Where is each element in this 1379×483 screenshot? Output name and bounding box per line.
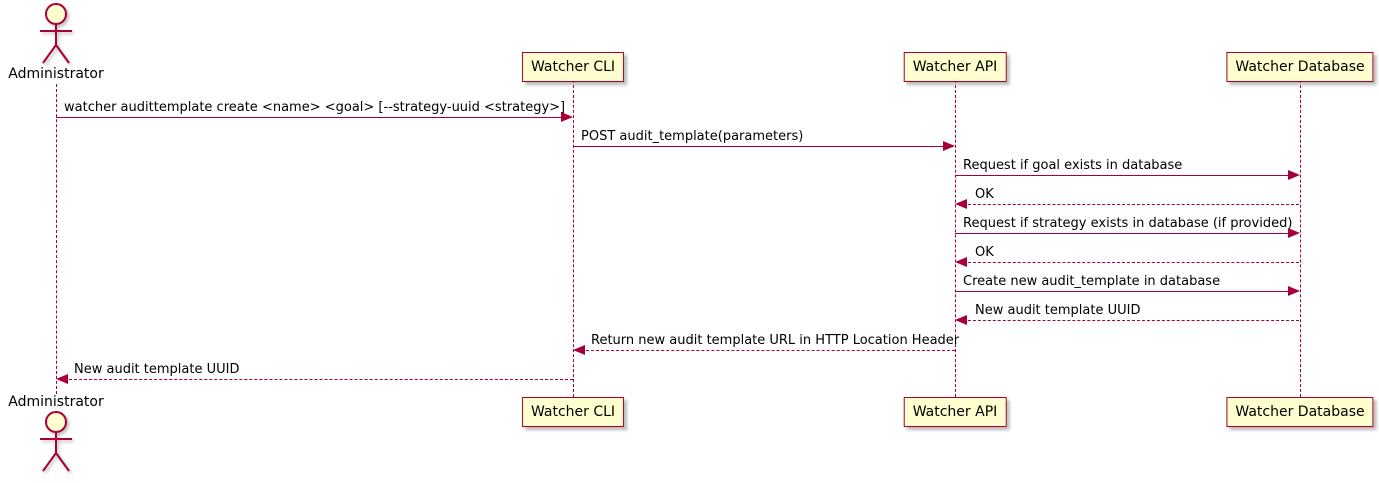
participant-watcher-api-bottom: Watcher API [903,397,1007,427]
message-7-line [955,291,1298,292]
message-10-arrowhead-icon [56,374,68,384]
participant-watcher-cli-top: Watcher CLI [521,52,625,82]
message-5-label: Request if strategy exists in database (… [963,216,1293,231]
message-9-line [576,350,955,351]
message-1-line [56,117,571,118]
participant-watcher-database-top: Watcher Database [1226,52,1374,82]
participant-watcher-cli-bottom: Watcher CLI [521,397,625,427]
participant-watcher-api-top: Watcher API [903,52,1007,82]
message-1-label: watcher audittemplate create <name> <goa… [64,100,566,115]
message-10-line [59,379,573,380]
message-2-label: POST audit_template(parameters) [581,129,804,144]
message-8-arrowhead-icon [955,315,967,325]
message-3-label: Request if goal exists in database [963,158,1183,173]
message-5-arrowhead-icon [1288,228,1300,238]
message-1-arrowhead-icon [561,112,573,122]
message-7-arrowhead-icon [1288,286,1300,296]
message-9-arrowhead-icon [573,345,585,355]
lifeline-watcher-cli [572,80,574,397]
message-4-label: OK [975,187,994,202]
message-6-arrowhead-icon [955,257,967,267]
message-10-label: New audit template UUID [74,362,240,377]
message-8-label: New audit template UUID [975,303,1141,318]
participant-watcher-database-bottom: Watcher Database [1226,397,1374,427]
message-4-arrowhead-icon [955,199,967,209]
lifeline-administrator [55,84,57,394]
message-2-arrowhead-icon [943,141,955,151]
message-6-label: OK [975,245,994,260]
message-7-label: Create new audit_template in database [963,274,1221,289]
message-9-label: Return new audit template URL in HTTP Lo… [591,333,960,348]
administrator-actor-icon [40,3,72,64]
lifeline-watcher-api [954,80,956,397]
message-2-line [573,146,953,147]
message-4-line [958,204,1299,205]
administrator-actor-icon-bottom [40,411,72,472]
message-6-line [958,262,1299,263]
message-3-line [955,175,1298,176]
message-8-line [958,320,1299,321]
administrator-label-top: Administrator [8,66,104,82]
administrator-label-bottom: Administrator [8,394,104,410]
lifeline-watcher-database [1299,80,1301,397]
message-3-arrowhead-icon [1288,170,1300,180]
message-5-line [955,233,1298,234]
